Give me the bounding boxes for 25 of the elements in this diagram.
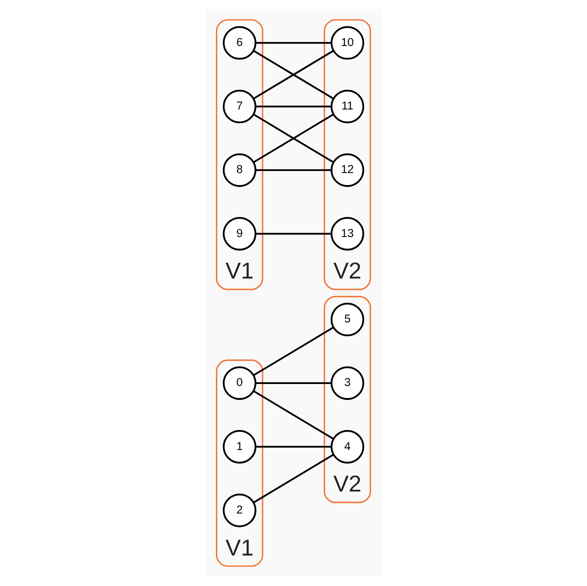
node-circle: 0 xyxy=(222,366,256,400)
connector xyxy=(253,390,334,440)
node-circle: 4 xyxy=(330,430,364,464)
node-circle: 10 xyxy=(330,26,364,60)
node-circle: 11 xyxy=(330,90,364,124)
connector xyxy=(256,106,332,108)
node-circle: 13 xyxy=(330,217,364,251)
node-circle: 1 xyxy=(222,430,256,464)
connector xyxy=(253,50,334,100)
node-circle: 6 xyxy=(222,26,256,60)
node-circle: 9 xyxy=(222,217,256,251)
node-circle: 8 xyxy=(222,153,256,187)
connector xyxy=(256,232,332,235)
connector xyxy=(253,114,334,164)
node-circle: 12 xyxy=(330,153,364,187)
node-circle: 2 xyxy=(222,494,256,528)
node-circle: 5 xyxy=(330,302,364,336)
connector xyxy=(256,42,332,44)
node-circle: 3 xyxy=(330,366,364,400)
connector xyxy=(253,454,334,504)
connector xyxy=(253,326,334,376)
connector xyxy=(256,446,332,448)
connector xyxy=(256,382,332,384)
node-circle: 7 xyxy=(222,90,256,124)
connector xyxy=(256,169,332,172)
